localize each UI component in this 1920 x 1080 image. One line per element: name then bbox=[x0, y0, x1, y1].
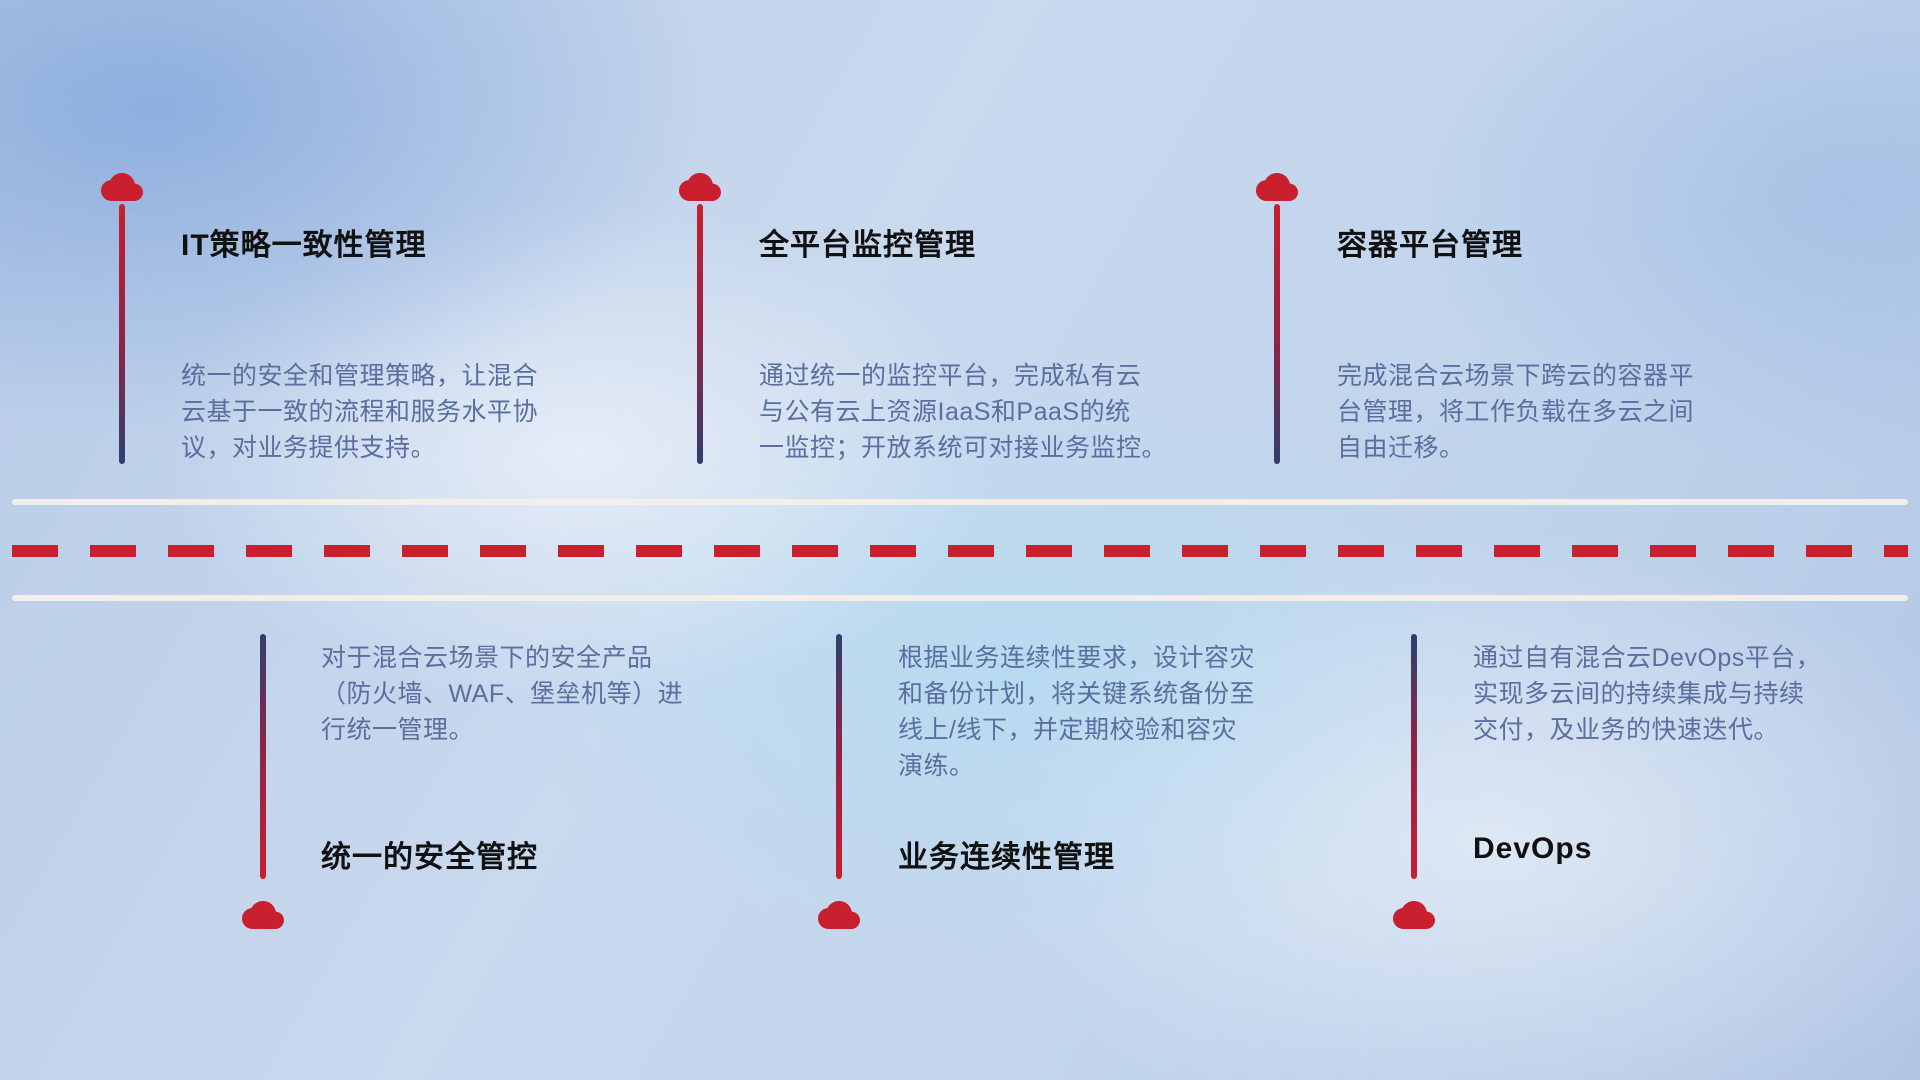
feature-title: IT策略一致性管理 bbox=[181, 229, 427, 262]
cloud-icon bbox=[1387, 894, 1441, 936]
connector-line bbox=[1411, 634, 1417, 879]
cloud-icon bbox=[1250, 166, 1304, 208]
road-line-bottom bbox=[12, 595, 1908, 601]
cloud-icon bbox=[236, 894, 290, 936]
feature-description: 统一的安全和管理策略，让混合 云基于一致的流程和服务水平协 议，对业务提供支持。 bbox=[181, 362, 539, 462]
feature-description: 完成混合云场景下跨云的容器平 台管理，将工作负载在多云之间 自由迁移。 bbox=[1337, 362, 1695, 462]
cloud-icon bbox=[812, 894, 866, 936]
connector-line bbox=[1274, 204, 1280, 464]
connector-line bbox=[260, 634, 266, 879]
feature-description: 根据业务连续性要求，设计容灾 和备份计划，将关键系统备份至 线上/线下，并定期校… bbox=[898, 644, 1256, 780]
feature-title: 业务连续性管理 bbox=[898, 841, 1115, 874]
feature-description: 对于混合云场景下的安全产品 （防火墙、WAF、堡垒机等）进 行统一管理。 bbox=[321, 644, 684, 744]
feature-title: DevOps bbox=[1473, 832, 1593, 865]
road-line-top bbox=[12, 499, 1908, 505]
feature-title: 全平台监控管理 bbox=[759, 229, 976, 262]
cloud-icon bbox=[95, 166, 149, 208]
connector-line bbox=[697, 204, 703, 464]
connector-line bbox=[836, 634, 842, 879]
feature-title: 容器平台管理 bbox=[1337, 229, 1523, 262]
road-divider-dashed bbox=[12, 545, 1908, 557]
connector-line bbox=[119, 204, 125, 464]
feature-description: 通过自有混合云DevOps平台， 实现多云间的持续集成与持续 交付，及业务的快速… bbox=[1473, 644, 1822, 744]
feature-title: 统一的安全管控 bbox=[321, 841, 538, 874]
feature-description: 通过统一的监控平台，完成私有云 与公有云上资源IaaS和PaaS的统 一监控；开… bbox=[759, 362, 1168, 462]
cloud-icon bbox=[673, 166, 727, 208]
